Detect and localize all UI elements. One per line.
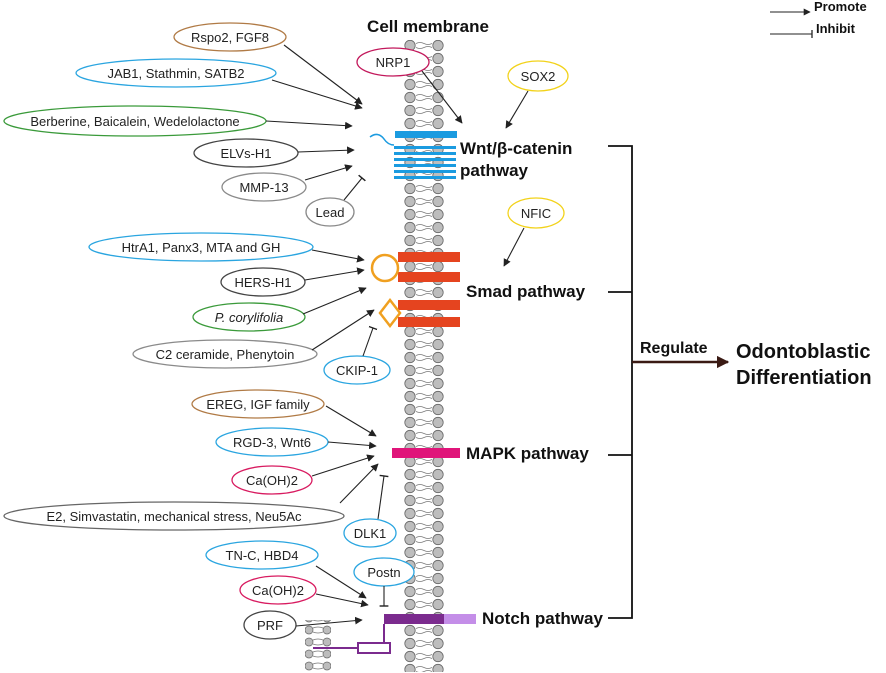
factor-hers: HERS-H1 <box>220 267 306 297</box>
factor-rgd3: RGD-3, Wnt6 <box>215 427 329 457</box>
outcome-label: Odontoblastic <box>736 341 870 363</box>
regulate-label: Regulate <box>640 340 708 357</box>
notch-receptor <box>313 614 476 654</box>
factor-tnc: TN-C, HBD4 <box>205 540 319 570</box>
svg-text:JAB1, Stathmin, SATB2: JAB1, Stathmin, SATB2 <box>107 66 244 81</box>
legend-promote-label: Promote <box>814 0 867 14</box>
factor-dlk1: DLK1 <box>343 518 397 548</box>
svg-text:NRP1: NRP1 <box>376 55 411 70</box>
factor-rspo2: Rspo2, FGF8 <box>173 22 287 52</box>
svg-text:E2, Simvastatin, mechanical st: E2, Simvastatin, mechanical stress, Neu5… <box>46 509 302 524</box>
factor-e2: E2, Simvastatin, mechanical stress, Neu5… <box>3 501 345 531</box>
svg-text:Lead: Lead <box>316 205 345 220</box>
svg-text:Berberine, Baicalein, Wedelola: Berberine, Baicalein, Wedelolactone <box>30 114 239 129</box>
wnt-receptor <box>369 131 457 179</box>
svg-text:P. corylifolia: P. corylifolia <box>215 310 283 325</box>
mapk-arrows <box>311 405 389 520</box>
factor-htra1: HtrA1, Panx3, MTA and GH <box>88 232 314 262</box>
factor-lead: Lead <box>305 197 355 227</box>
factor-elvs: ELVs-H1 <box>193 138 299 168</box>
smad-ligand-diamond <box>378 297 402 329</box>
notch-pathway-label: Notch pathway <box>482 609 603 628</box>
notch-arrows <box>295 565 389 627</box>
svg-text:PRF: PRF <box>257 618 283 633</box>
svg-text:TN-C, HBD4: TN-C, HBD4 <box>226 548 299 563</box>
svg-text:Ca(OH)2: Ca(OH)2 <box>246 473 298 488</box>
svg-text:HERS-H1: HERS-H1 <box>234 275 291 290</box>
mapk-pathway-label: MAPK pathway <box>466 444 589 463</box>
legend: Promote Inhibit <box>770 0 867 38</box>
svg-text:CKIP-1: CKIP-1 <box>336 363 378 378</box>
cell-membrane-lower-fragment <box>305 620 331 672</box>
factor-c2ceramide: C2 ceramide, Phenytoin <box>132 339 318 369</box>
regulation-bracket <box>608 145 730 619</box>
svg-text:Ca(OH)2: Ca(OH)2 <box>252 583 304 598</box>
factor-caoh2-mapk: Ca(OH)2 <box>231 465 313 495</box>
factor-ereg: EREG, IGF family <box>191 389 325 419</box>
factor-berberine: Berberine, Baicalein, Wedelolactone <box>3 105 267 137</box>
factor-jab1: JAB1, Stathmin, SATB2 <box>75 58 277 88</box>
svg-text:SOX2: SOX2 <box>521 69 556 84</box>
smad-arrows <box>302 227 525 357</box>
factor-ckip1: CKIP-1 <box>323 355 391 385</box>
factor-mmp13: MMP-13 <box>221 172 307 202</box>
mapk-receptor <box>392 448 460 458</box>
svg-text:DLK1: DLK1 <box>354 526 387 541</box>
wnt-pathway-label-line2: pathway <box>460 161 529 180</box>
factor-prf: PRF <box>243 610 297 640</box>
legend-inhibit-label: Inhibit <box>816 21 856 36</box>
svg-text:ELVs-H1: ELVs-H1 <box>220 146 271 161</box>
factor-postn: Postn <box>353 557 415 587</box>
svg-text:MMP-13: MMP-13 <box>239 180 288 195</box>
wnt-pathway-label: Wnt/β-catenin <box>460 139 572 158</box>
factor-nrp1: NRP1 <box>356 47 430 77</box>
svg-text:NFIC: NFIC <box>521 206 551 221</box>
wnt-arrows <box>265 44 529 201</box>
svg-text:C2 ceramide, Phenytoin: C2 ceramide, Phenytoin <box>156 347 295 362</box>
smad-receptor <box>370 252 460 329</box>
svg-text:Rspo2, FGF8: Rspo2, FGF8 <box>191 30 269 45</box>
svg-text:Postn: Postn <box>367 565 400 580</box>
svg-text:HtrA1, Panx3, MTA and GH: HtrA1, Panx3, MTA and GH <box>122 240 281 255</box>
factor-nfic: NFIC <box>507 197 565 229</box>
factor-caoh2-notch: Ca(OH)2 <box>239 575 317 605</box>
svg-text:EREG, IGF family: EREG, IGF family <box>206 397 310 412</box>
smad-pathway-label: Smad pathway <box>466 282 586 301</box>
smad-ligand-circle <box>370 253 400 283</box>
membrane-label: Cell membrane <box>367 17 489 36</box>
svg-text:RGD-3, Wnt6: RGD-3, Wnt6 <box>233 435 311 450</box>
factor-pcorylifolia: P. corylifolia <box>192 302 306 332</box>
factor-sox2: SOX2 <box>507 60 569 92</box>
outcome-label-line2: Differentiation <box>736 367 872 389</box>
